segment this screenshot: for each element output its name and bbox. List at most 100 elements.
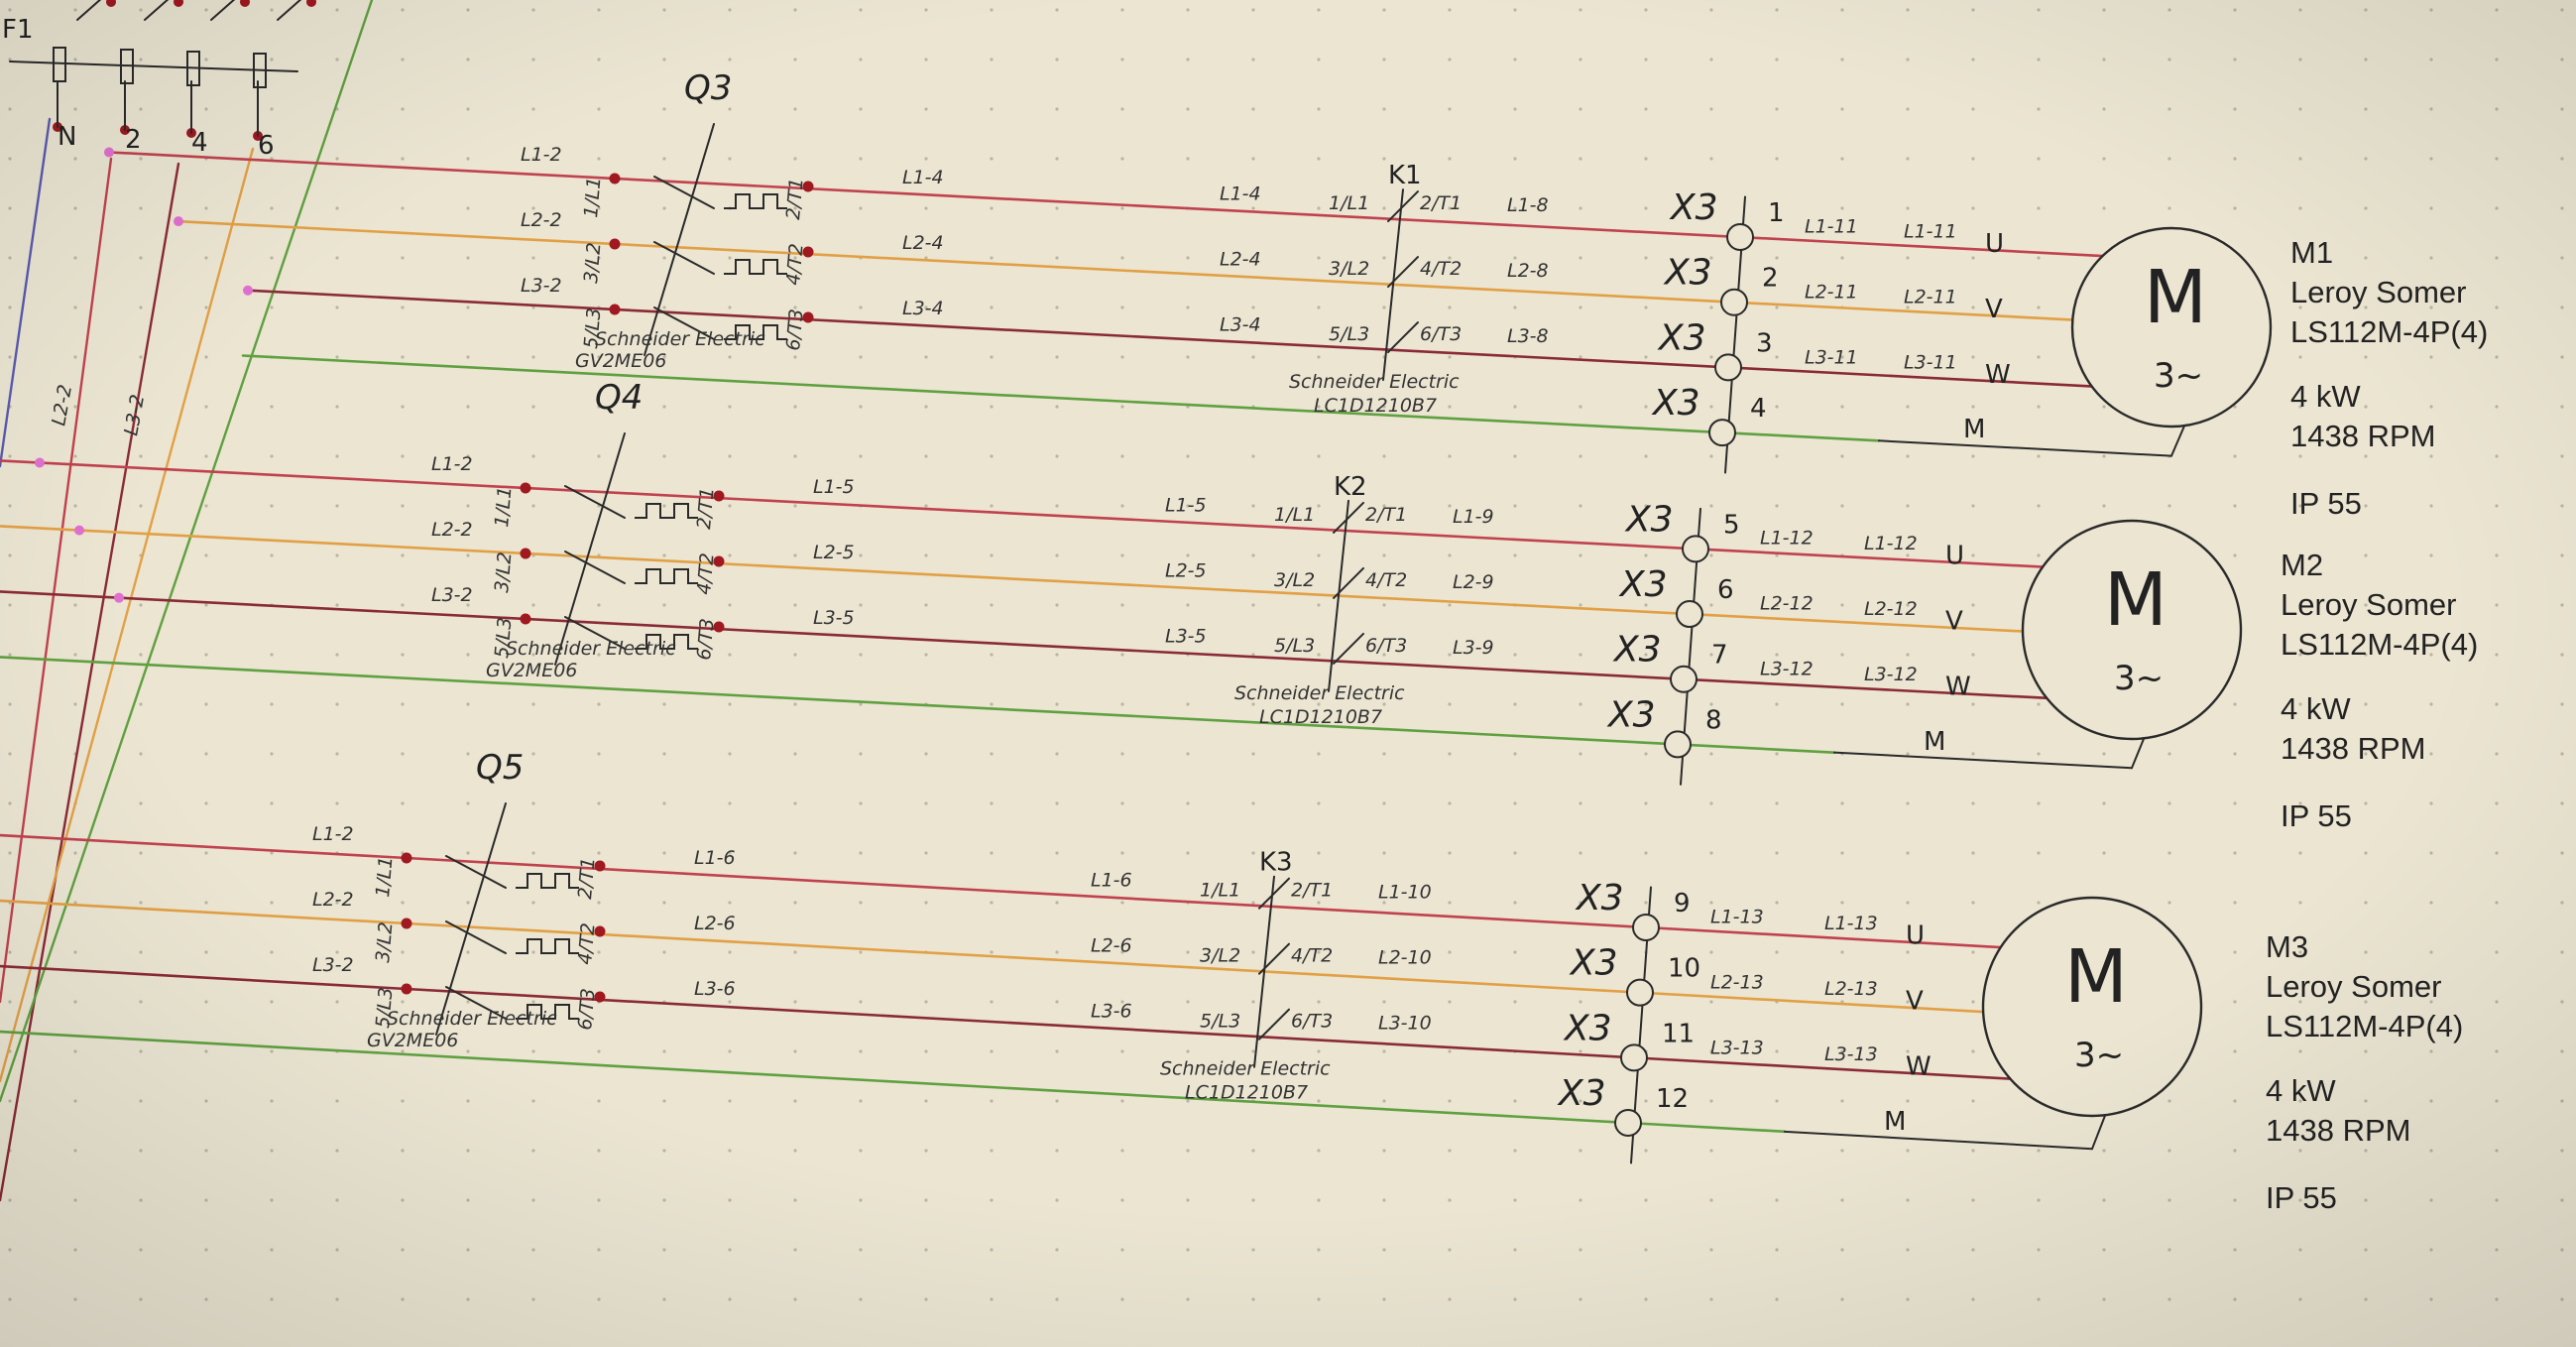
contactor-in-wire-label: L2-6 <box>1091 935 1132 957</box>
motor-tag: M1 <box>2290 235 2333 270</box>
motor-symbol: M <box>2064 934 2128 1020</box>
terminal-strip-label: X3 <box>1663 253 1712 294</box>
contactor-term-out: 6/T3 <box>1420 323 1462 345</box>
terminal-number: 7 <box>1711 641 1728 671</box>
terminal-number: 12 <box>1656 1084 1689 1114</box>
contactor-in-wire-label: L3-4 <box>1220 314 1261 336</box>
motor-wire-label: L3-11 <box>1805 346 1858 368</box>
out-wire-label: L3-9 <box>1453 637 1494 659</box>
motor-phase-label: W <box>1906 1052 1932 1082</box>
out-wire-label: L1-8 <box>1507 194 1549 216</box>
mid-wire-label: L3-4 <box>902 298 944 319</box>
contactor-term-out: 4/T2 <box>1291 945 1333 967</box>
breaker-in-term: 1/L1 <box>372 856 398 899</box>
motor-phase-label: V <box>1985 295 2003 324</box>
motor-ip: IP 55 <box>2281 798 2352 833</box>
motor-speed: 1438 RPM <box>2290 419 2435 453</box>
out-wire-label: L2-10 <box>1378 947 1432 969</box>
motor-wire-label: L1-12 <box>1760 528 1814 550</box>
motor-speed: 1438 RPM <box>2266 1113 2410 1148</box>
contactor-in-wire-label: L1-5 <box>1165 495 1207 517</box>
terminal-number: 8 <box>1705 705 1722 735</box>
motor-wire-label: L1-13 <box>1710 907 1764 928</box>
breaker-in-wire-label: L2-2 <box>312 889 354 911</box>
breaker-out-term: 2/T1 <box>574 856 600 900</box>
breaker-out-term: 6/T3 <box>574 987 600 1031</box>
terminal-strip-label: X3 <box>1569 943 1618 984</box>
bus-label: 4 <box>191 128 208 158</box>
contactor-term-in: 1/L1 <box>1329 192 1369 214</box>
contactor-term-in: 5/L3 <box>1329 323 1369 345</box>
bus-tap-dot <box>74 525 84 536</box>
contactor-term-in: 3/L2 <box>1200 945 1240 967</box>
mid-wire-label: L3-5 <box>813 607 855 629</box>
out-wire-label: L3-8 <box>1507 325 1549 347</box>
contactor-term-out: 6/T3 <box>1365 635 1407 657</box>
mid-wire-label: L2-5 <box>813 542 855 563</box>
terminal-circle <box>1626 978 1654 1007</box>
motor-wire-label: L3-12 <box>1760 659 1814 680</box>
motor-wire-end-label: L1-11 <box>1904 221 1957 243</box>
motor-phase-label: W <box>1985 360 2011 390</box>
terminal-number: 3 <box>1756 328 1773 358</box>
contactor-in-wire-label: L2-4 <box>1220 249 1261 271</box>
contactor-term-in: 1/L1 <box>1274 504 1315 526</box>
terminal-circle <box>1676 600 1703 629</box>
terminal-strip-label: X3 <box>1557 1073 1606 1114</box>
breaker-in-wire-label: L2-2 <box>431 519 473 541</box>
contactor-name: K1 <box>1388 161 1422 190</box>
contactor-term-in: 5/L3 <box>1274 635 1315 657</box>
motor-speed: 1438 RPM <box>2281 731 2425 766</box>
breaker-name: Q4 <box>595 378 643 418</box>
contactor-in-wire-label: L2-5 <box>1165 560 1207 582</box>
contactor-model: LC1D1210B7 <box>1314 395 1437 417</box>
breaker-in-terminal <box>609 173 621 184</box>
contactor-term-in: 1/L1 <box>1200 880 1240 902</box>
terminal-strip-label: X3 <box>1651 383 1700 424</box>
motor-model: LS112M-4P(4) <box>2290 314 2488 349</box>
motor-wire-end-label: L2-12 <box>1864 598 1918 620</box>
pe-label: M <box>1884 1107 1906 1137</box>
motor-phase-label: U <box>1945 541 1964 570</box>
contactor-model: LC1D1210B7 <box>1185 1082 1308 1104</box>
terminal-circle <box>1632 914 1660 941</box>
terminal-circle <box>1714 353 1742 382</box>
motor-ip: IP 55 <box>2290 486 2362 521</box>
out-wire-label: L3-10 <box>1378 1013 1432 1035</box>
terminal-number: 5 <box>1723 510 1740 540</box>
breaker-name: Q3 <box>684 68 732 108</box>
terminal-strip-label: X3 <box>1618 564 1668 605</box>
motor-phase-label: V <box>1906 987 1924 1017</box>
breaker-out-term: 4/T2 <box>693 551 719 595</box>
breaker-vendor: Schneider Electric <box>387 1008 557 1030</box>
breaker-in-wire-label: L1-2 <box>312 823 354 845</box>
out-wire-label: L1-10 <box>1378 882 1432 904</box>
contactor-vendor: Schneider Electric <box>1234 682 1405 704</box>
motor-wire-label: L2-11 <box>1805 281 1858 303</box>
motor-phase-symbol: 3~ <box>2154 356 2203 396</box>
motor-power: 4 kW <box>2266 1073 2336 1108</box>
mid-wire-label: L2-6 <box>694 913 736 934</box>
breaker-in-terminal <box>520 613 531 625</box>
bus-label: 2 <box>125 125 142 155</box>
terminal-circle <box>1670 665 1698 693</box>
terminal-strip-label: X3 <box>1575 878 1624 918</box>
breaker-vendor: Schneider Electric <box>595 328 765 350</box>
breaker-in-terminal <box>520 482 531 494</box>
mid-wire-label: L1-6 <box>694 847 736 869</box>
out-wire-label: L2-8 <box>1507 260 1549 282</box>
mid-wire-label: L3-6 <box>694 978 736 1000</box>
contactor-term-out: 4/T2 <box>1365 569 1407 591</box>
bus-tap-dot <box>243 285 253 296</box>
motor-wire-end-label: L3-11 <box>1904 352 1957 374</box>
motor-phase-label: U <box>1906 921 1925 951</box>
breaker-in-terminal <box>609 304 621 315</box>
contactor-term-in: 3/L2 <box>1274 569 1315 591</box>
breaker-in-wire-label: L1-2 <box>521 144 562 166</box>
motor-wire-end-label: L2-11 <box>1904 287 1957 308</box>
breaker-in-terminal <box>520 548 531 559</box>
contactor-in-wire-label: L3-5 <box>1165 626 1207 648</box>
motor-power: 4 kW <box>2290 379 2361 414</box>
bus-tap-dot <box>174 216 183 227</box>
